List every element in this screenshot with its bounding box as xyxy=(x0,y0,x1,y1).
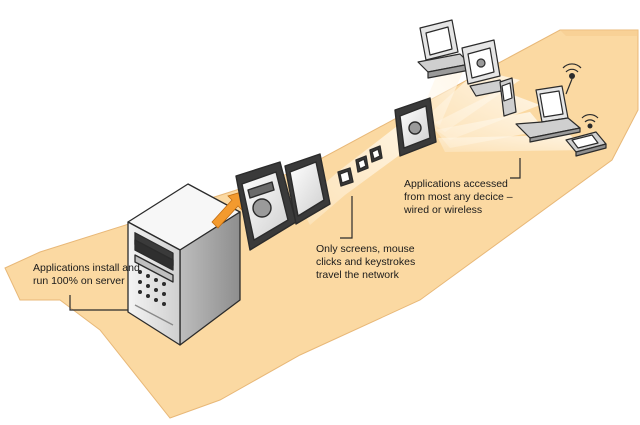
network-callout-line xyxy=(340,196,353,239)
callout-lines xyxy=(69,158,521,311)
screen-frame-device xyxy=(394,97,437,157)
monitor-icon-2 xyxy=(461,39,507,97)
devices-caption-line-1: Applications accessed xyxy=(404,178,508,190)
screen-frames xyxy=(235,97,437,251)
server-caption-line-2: run 100% on server xyxy=(33,275,125,287)
laptop-icon xyxy=(515,85,581,143)
screen-frame-medium xyxy=(284,153,331,225)
devices xyxy=(417,19,607,157)
network-caption-line-2: clicks and keystrokes xyxy=(316,256,416,268)
screen-frame-tiny-1 xyxy=(355,155,369,173)
floor-plane xyxy=(4,29,639,419)
network-caption-line-3: travel the network xyxy=(316,269,399,281)
screen-frame-small xyxy=(337,167,354,187)
server-caption-line-1: Applications install and xyxy=(33,262,140,274)
device-callout-line xyxy=(510,158,521,179)
server-callout-line xyxy=(69,295,128,311)
wireless-icon xyxy=(562,63,582,95)
devices-caption-line-3: wired or wireless xyxy=(404,204,483,216)
server-caption: Applications install and run 100% on ser… xyxy=(33,262,140,288)
network-caption-line-1: Only screens, mouse xyxy=(316,243,415,255)
server-icon xyxy=(127,183,241,346)
handheld-icon xyxy=(565,131,607,157)
screen-frame-tiny-2 xyxy=(369,145,383,163)
devices-caption-line-2: from most any decice – xyxy=(404,191,513,203)
wireless-icon-2 xyxy=(581,114,599,129)
screen-frame-large xyxy=(235,161,297,251)
pda-icon xyxy=(499,77,517,117)
network-caption: Only screens, mouse clicks and keystroke… xyxy=(316,243,415,282)
devices-caption: Applications accessed from most any deci… xyxy=(404,178,513,217)
